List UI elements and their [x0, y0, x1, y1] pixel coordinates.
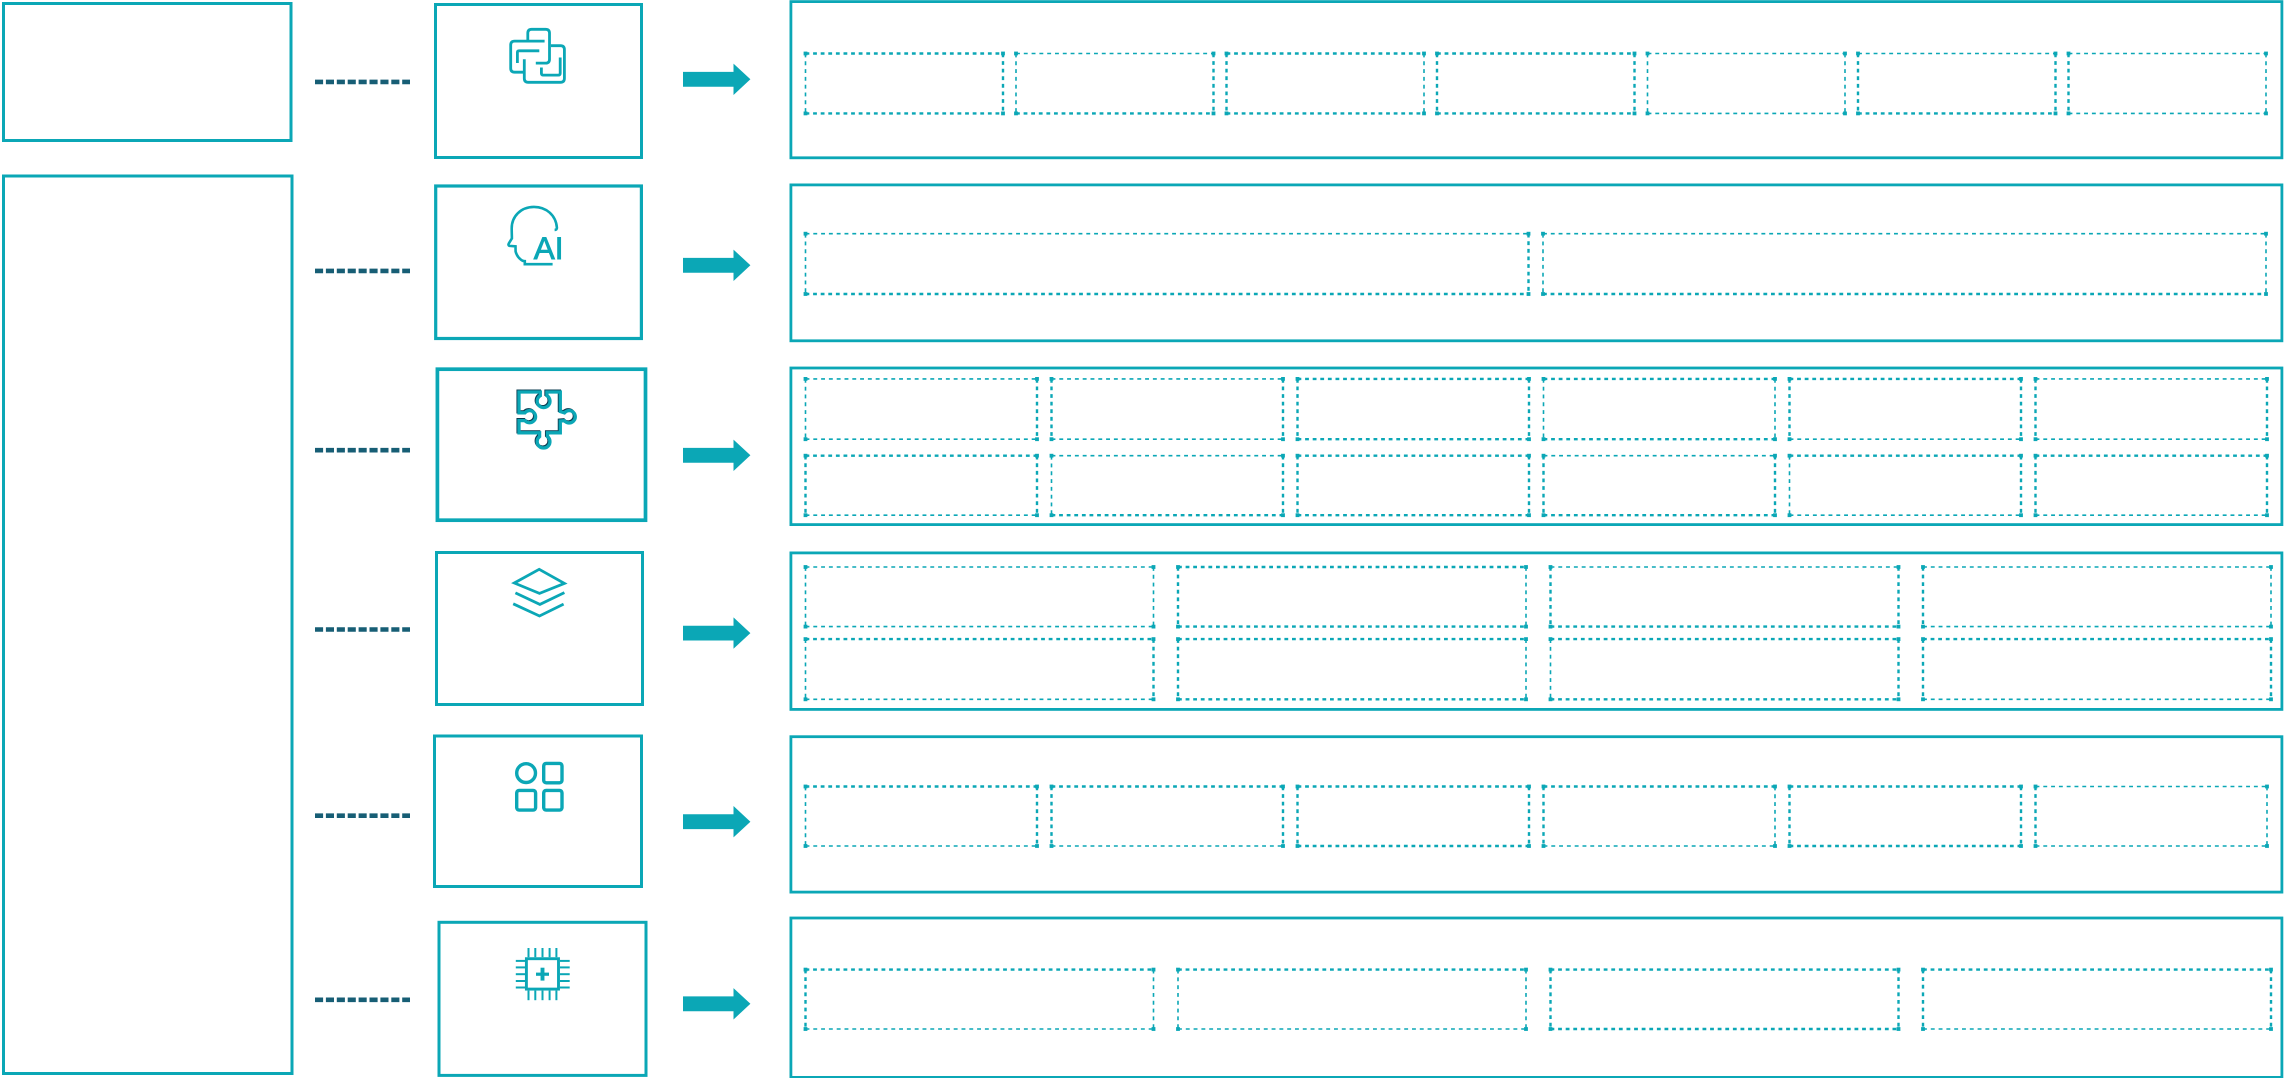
svg-text:AI: AI	[534, 230, 564, 266]
